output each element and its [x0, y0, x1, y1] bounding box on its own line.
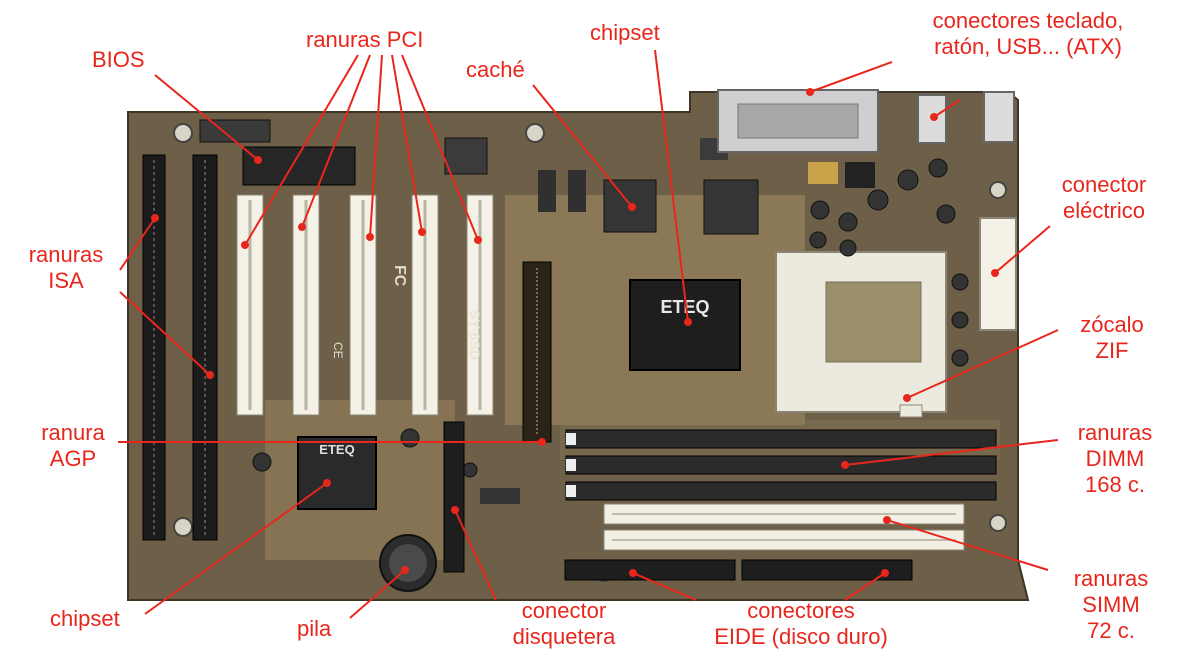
label-floppy-line1: conector — [521, 598, 607, 623]
label-simm-line2: SIMM — [1082, 592, 1140, 617]
label-eide-line2: EIDE (disco duro) — [714, 624, 888, 649]
label-simm-slots: ranuras SIMM 72 c. — [1055, 566, 1167, 644]
eide-connector — [564, 559, 736, 581]
floppy-connector — [443, 421, 465, 573]
label-zif-line1: zócalo — [1080, 312, 1144, 337]
label-battery-text: pila — [297, 616, 332, 641]
cache-chip — [703, 179, 759, 235]
capacitor-group — [252, 158, 969, 478]
label-isa-slots: ranuras ISA — [20, 242, 112, 294]
dimm-slot — [565, 481, 997, 501]
dimm-latch — [566, 459, 576, 471]
label-power-connector: conector eléctrico — [1040, 172, 1168, 224]
mount-hole — [989, 181, 1007, 199]
label-floppy-connector: conector disquetera — [498, 598, 630, 650]
ce-marking: CE — [331, 342, 345, 359]
label-io-line1: conectores teclado, — [932, 8, 1124, 33]
mount-hole — [525, 123, 545, 143]
label-zif-socket: zócalo ZIF — [1062, 312, 1162, 364]
battery-face — [389, 544, 427, 582]
dimm-slot — [565, 455, 997, 475]
zif-socket-pins — [825, 281, 922, 363]
label-dimm-line1: ranuras — [1077, 420, 1153, 445]
label-bios-text: BIOS — [92, 47, 145, 72]
parallel-port-inner — [737, 103, 859, 139]
label-cache: caché — [466, 57, 525, 83]
label-chipset-top-text: chipset — [590, 20, 660, 45]
usb-port — [917, 94, 947, 144]
label-chipset-bottom: chipset — [50, 606, 120, 632]
label-pci-text: ranuras PCI — [306, 27, 424, 52]
mount-hole — [173, 123, 193, 143]
label-simm-line3: 72 c. — [1087, 618, 1135, 643]
bios-socket — [199, 119, 271, 143]
label-simm-line1: ranuras — [1073, 566, 1149, 591]
label-chipset-bottom-text: chipset — [50, 606, 120, 631]
label-bios: BIOS — [92, 47, 145, 73]
label-pci-slots: ranuras PCI — [306, 27, 423, 53]
label-eide-connectors: conectores EIDE (disco duro) — [678, 598, 924, 650]
dimm-latch — [566, 433, 576, 445]
label-zif-line2: ZIF — [1095, 338, 1129, 363]
label-isa-line1: ranuras — [28, 242, 104, 267]
label-chipset-top: chipset — [590, 20, 660, 46]
model-marking: SY-6SD — [467, 310, 483, 360]
zif-socket-lever — [899, 404, 923, 418]
label-eide-line1: conectores — [747, 598, 855, 623]
label-agp-slot: ranura AGP — [30, 420, 116, 472]
chip — [444, 137, 488, 175]
label-floppy-line2: disquetera — [512, 624, 616, 649]
usb-port — [983, 91, 1015, 143]
label-battery: pila — [297, 616, 331, 642]
eide-connector — [741, 559, 913, 581]
northbridge-chip — [629, 279, 741, 371]
cache-chip — [568, 170, 586, 212]
mount-hole — [173, 517, 193, 537]
label-isa-line2: ISA — [48, 268, 84, 293]
label-agp-line1: ranura — [41, 420, 105, 445]
label-power-line1: conector — [1061, 172, 1147, 197]
voltage-regulator — [808, 162, 838, 184]
dimm-slot — [565, 429, 997, 449]
label-io-connectors: conectores teclado, ratón, USB... (ATX) — [898, 8, 1158, 60]
label-dimm-line2: DIMM — [1085, 446, 1145, 471]
label-agp-line2: AGP — [49, 446, 97, 471]
mount-hole — [989, 514, 1007, 532]
voltage-regulator — [845, 162, 875, 188]
label-io-line2: ratón, USB... (ATX) — [934, 34, 1122, 59]
isa-slot — [192, 154, 218, 541]
label-dimm-slots: ranuras DIMM 168 c. — [1062, 420, 1168, 498]
southbridge-marking: ETEQ — [319, 442, 354, 457]
dimm-latch — [566, 485, 576, 497]
cache-chip — [538, 170, 556, 212]
label-dimm-line3: 168 c. — [1085, 472, 1145, 497]
label-power-line2: eléctrico — [1063, 198, 1145, 223]
jumper-block — [480, 488, 520, 504]
fcc-marking: FC — [391, 265, 408, 287]
southbridge-chip — [297, 436, 377, 510]
annotation-lines — [118, 49, 1059, 619]
northbridge-marking: ETEQ — [660, 297, 709, 317]
label-cache-text: caché — [466, 57, 525, 82]
